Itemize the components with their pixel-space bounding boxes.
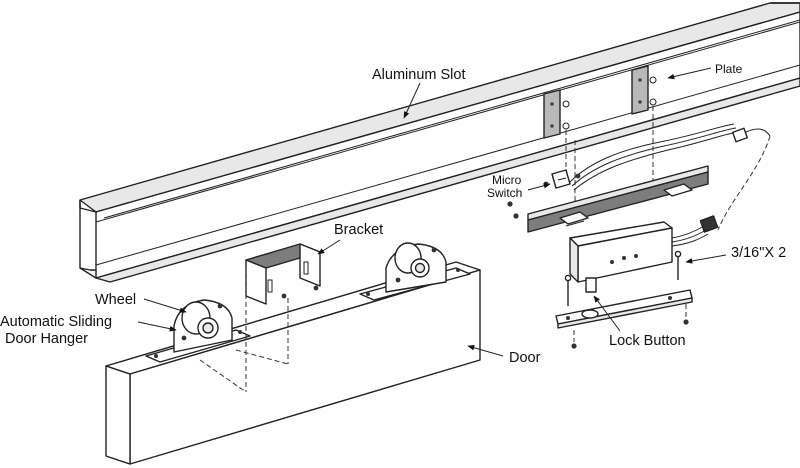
label-door: Door: [467, 345, 541, 366]
label-lock-button: Lock Button: [593, 295, 686, 349]
label-aluminum-slot: Aluminum Slot: [372, 67, 465, 119]
hanger-text-1: Automatic Sliding: [0, 314, 112, 330]
micro-switch-text-1: Micro: [492, 173, 522, 187]
plate-left: [543, 89, 570, 139]
aluminum-slot-text: Aluminum Slot: [372, 67, 465, 83]
plate-text: Plate: [715, 62, 743, 76]
right-hanger: [359, 242, 471, 301]
wheel-text: Wheel: [95, 292, 136, 308]
label-wheel: Wheel: [95, 292, 187, 313]
screw-spec-text: 3/16"X 2: [731, 245, 786, 261]
lock-button-text: Lock Button: [609, 333, 686, 349]
bracket-text: Bracket: [334, 222, 383, 238]
plate-right: [631, 65, 657, 115]
door: [105, 261, 481, 465]
lock-body: [569, 215, 719, 293]
mounting-bar: [507, 165, 709, 233]
wire-harness: [569, 123, 771, 231]
hanger-text-2: Door Hanger: [5, 331, 88, 347]
label-bracket: Bracket: [317, 222, 383, 255]
door-text: Door: [509, 350, 541, 366]
aluminum-slot: [79, 2, 800, 283]
label-hanger: Automatic Sliding Door Hanger: [0, 314, 177, 347]
base-plate: [555, 250, 693, 349]
bracket: [245, 243, 321, 305]
label-plate: Plate: [667, 62, 743, 80]
micro-switch-text-2: Switch: [487, 186, 522, 200]
left-hanger: [145, 299, 251, 363]
label-screw-spec: 3/16"X 2: [685, 245, 786, 264]
label-micro-switch: Micro Switch: [487, 173, 551, 200]
